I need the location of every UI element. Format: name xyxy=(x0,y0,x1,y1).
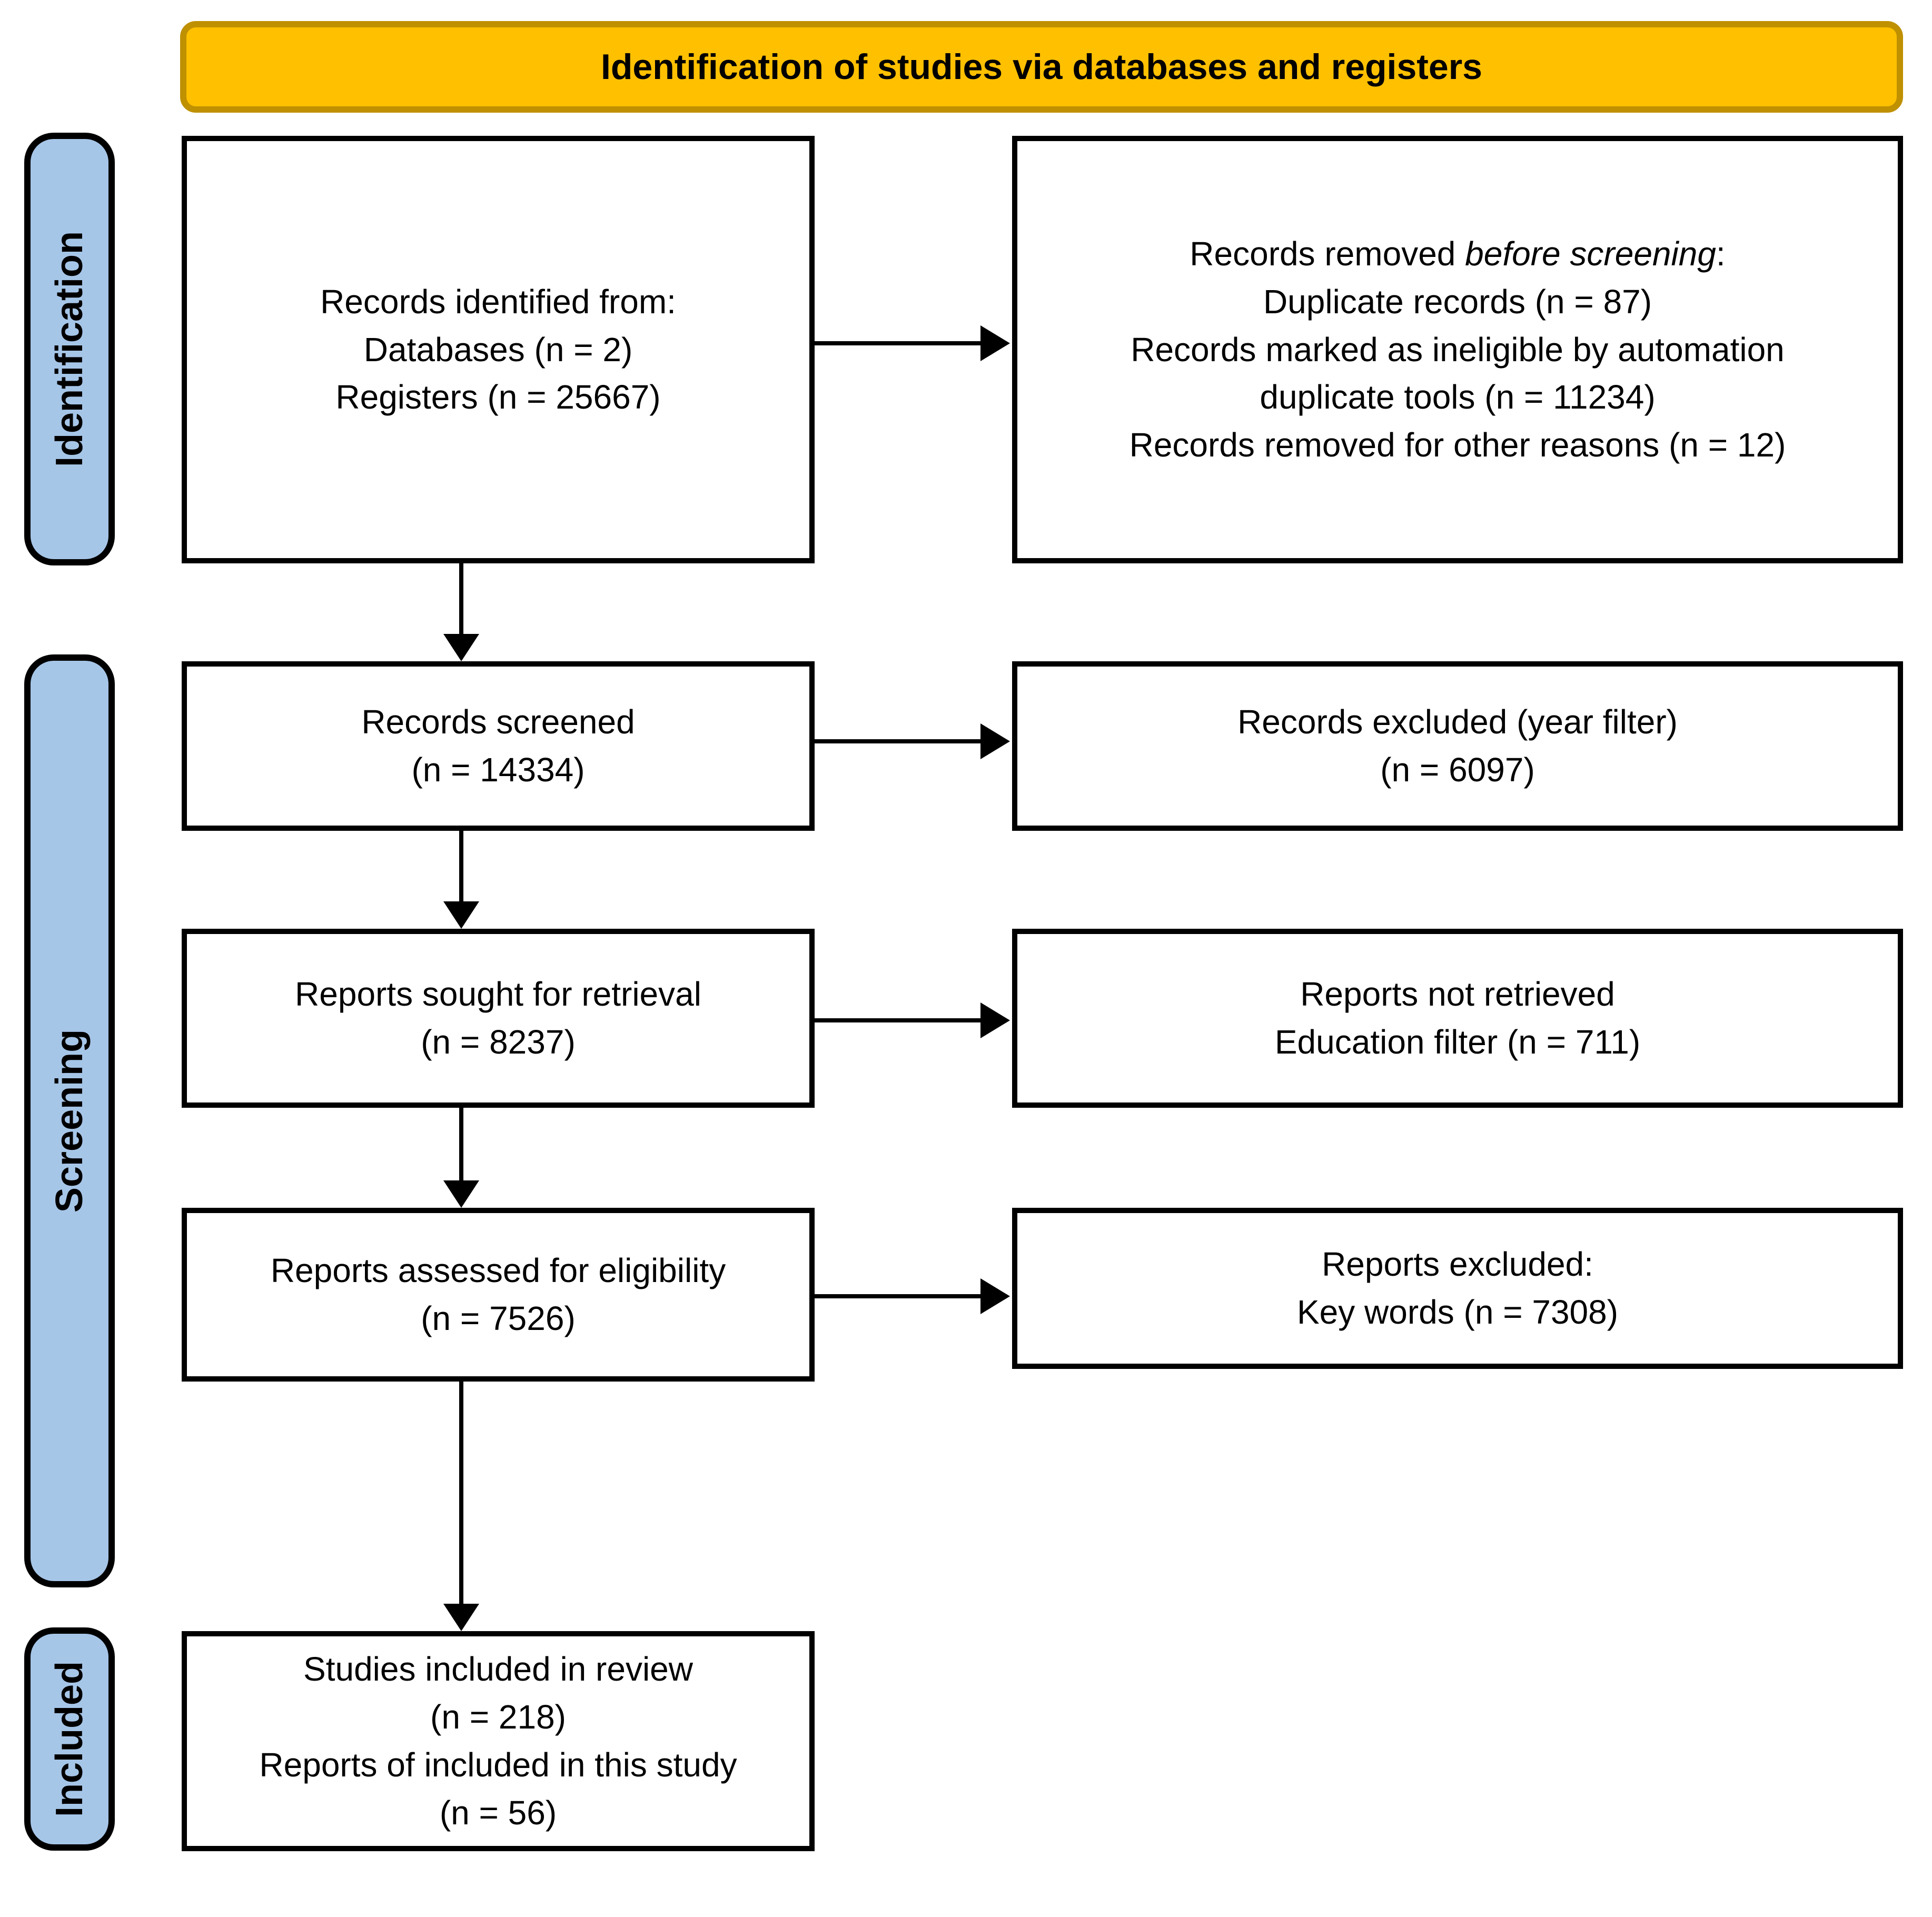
box-line: duplicate tools (n = 11234) xyxy=(1260,378,1656,416)
arrow-assessed-to-included-line xyxy=(459,1382,463,1604)
arrow-assessed-to-excluded-line xyxy=(815,1294,980,1298)
heading-suffix: : xyxy=(1716,234,1726,273)
arrow-sought-to-assessed-head xyxy=(443,1180,479,1208)
box-line: Reports excluded: xyxy=(1322,1245,1593,1284)
arrow-screened-to-excluded-head xyxy=(980,723,1010,759)
records-removed-before-screening-box: Records removed before screening: Duplic… xyxy=(1012,136,1903,563)
records-screened-box: Records screened (n = 14334) xyxy=(182,661,815,831)
stage-label-screening: Screening xyxy=(24,654,115,1587)
stage-label-included: Included xyxy=(24,1627,115,1851)
arrow-screened-to-sought-head xyxy=(443,901,479,929)
box-line: (n = 6097) xyxy=(1380,751,1535,789)
arrow-screened-to-excluded-line xyxy=(815,739,980,743)
stage-label-identification-text: Identification xyxy=(48,231,91,467)
banner-title-text: Identification of studies via databases … xyxy=(600,47,1483,87)
reports-not-retrieved-box: Reports not retrieved Education filter (… xyxy=(1012,929,1903,1108)
stage-label-included-text: Included xyxy=(48,1661,91,1817)
banner-title: Identification of studies via databases … xyxy=(180,21,1903,113)
reports-excluded-box: Reports excluded: Key words (n = 7308) xyxy=(1012,1208,1903,1369)
reports-sought-for-retrieval-box: Reports sought for retrieval (n = 8237) xyxy=(182,929,815,1108)
box-line: (n = 218) xyxy=(430,1698,566,1736)
box-line: Registers (n = 25667) xyxy=(335,378,661,416)
stage-label-identification: Identification xyxy=(24,133,115,565)
box-line: (n = 8237) xyxy=(421,1023,576,1061)
heading-prefix: Records removed xyxy=(1190,234,1465,273)
box-line: Reports of included in this study xyxy=(259,1746,737,1784)
arrow-assessed-to-included-head xyxy=(443,1604,479,1631)
reports-assessed-for-eligibility-box: Reports assessed for eligibility (n = 75… xyxy=(182,1208,815,1382)
arrow-sought-to-not-retrieved-head xyxy=(980,1002,1010,1038)
box-line: (n = 7526) xyxy=(421,1299,576,1337)
arrow-assessed-to-excluded-head xyxy=(980,1278,1010,1314)
box-line: Duplicate records (n = 87) xyxy=(1263,282,1652,321)
records-excluded-year-filter-box: Records excluded (year filter) (n = 6097… xyxy=(1012,661,1903,831)
arrow-sought-to-assessed-line xyxy=(459,1108,463,1180)
box-line: Records screened xyxy=(361,703,635,741)
box-line: Records excluded (year filter) xyxy=(1237,703,1678,741)
box-line: Key words (n = 7308) xyxy=(1296,1293,1619,1331)
box-line: Studies included in review xyxy=(303,1650,693,1688)
records-identified-box: Records identified from: Databases (n = … xyxy=(182,136,815,563)
box-line: Education filter (n = 711) xyxy=(1274,1023,1641,1061)
arrow-identified-to-screened-line xyxy=(459,563,463,634)
arrow-screened-to-sought-line xyxy=(459,831,463,901)
box-line: Reports assessed for eligibility xyxy=(270,1251,726,1290)
stage-label-screening-text: Screening xyxy=(48,1029,91,1213)
box-line: Databases (n = 2) xyxy=(363,330,633,369)
box-line: Reports sought for retrieval xyxy=(295,975,701,1014)
arrow-sought-to-not-retrieved-line xyxy=(815,1018,980,1022)
box-line-heading: Records removed before screening: xyxy=(1190,230,1725,278)
box-line: Reports not retrieved xyxy=(1300,975,1615,1014)
heading-italic: before screening xyxy=(1465,234,1716,273)
box-line: (n = 14334) xyxy=(411,751,585,789)
arrow-identified-to-screened-head xyxy=(443,634,479,661)
arrow-identified-to-removed-line xyxy=(815,341,980,345)
box-line: (n = 56) xyxy=(439,1793,557,1832)
box-line: Records removed for other reasons (n = 1… xyxy=(1129,426,1786,464)
box-line: Records identified from: xyxy=(320,282,676,321)
arrow-identified-to-removed-head xyxy=(980,325,1010,361)
studies-included-in-review-box: Studies included in review (n = 218) Rep… xyxy=(182,1631,815,1851)
box-line: Records marked as ineligible by automati… xyxy=(1131,330,1785,369)
